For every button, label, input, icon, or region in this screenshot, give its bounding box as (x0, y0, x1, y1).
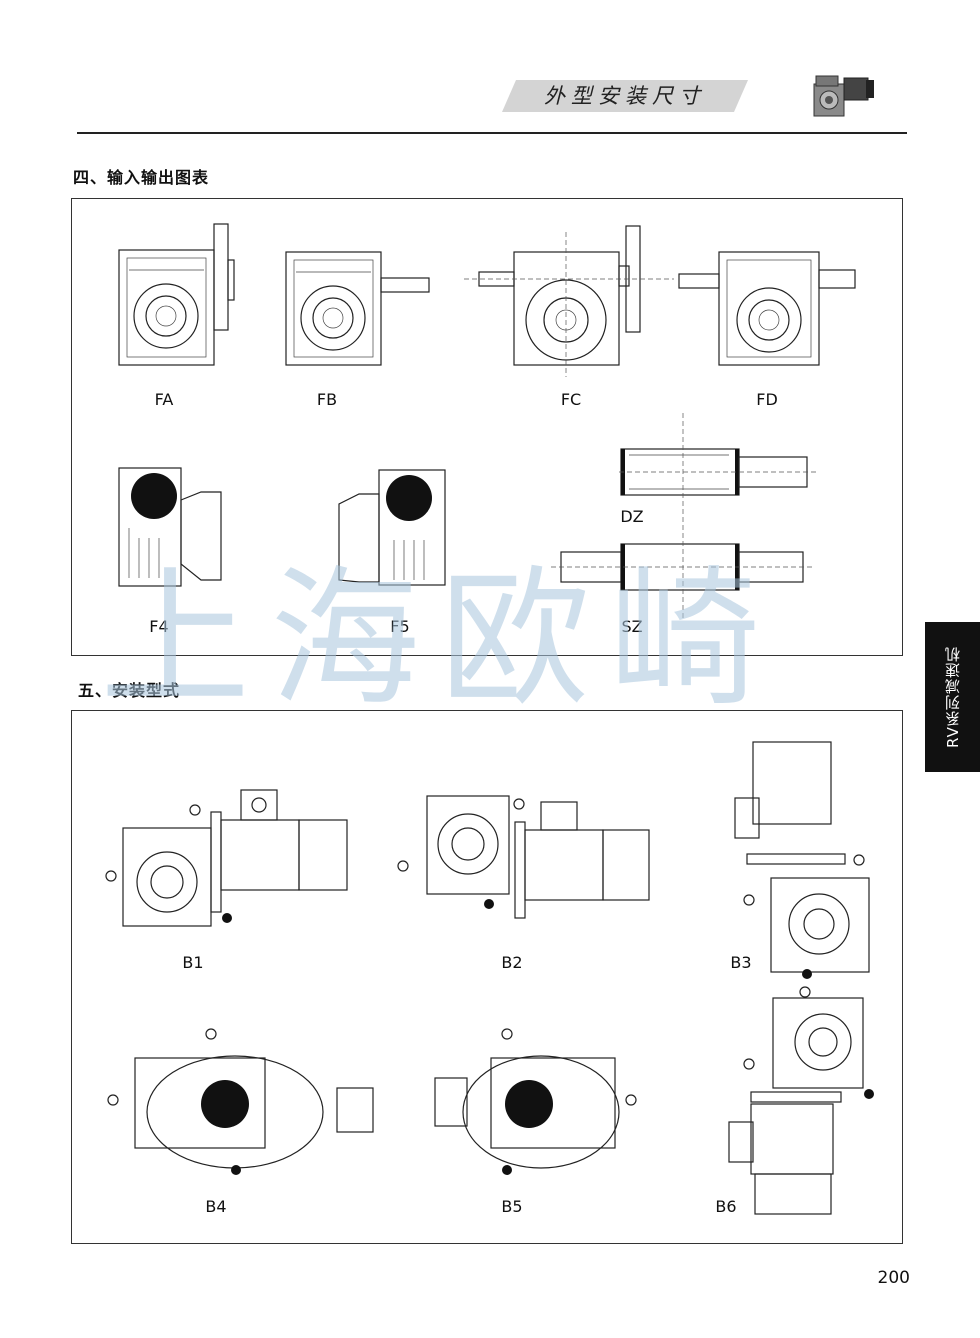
page-header-title: 外型安装尺寸 (544, 84, 706, 108)
fa-drawing (118, 223, 235, 366)
dz-drawing (619, 448, 819, 496)
b2-drawing (397, 795, 650, 919)
b5-drawing (434, 1028, 637, 1175)
watermark: 上海欧崎 (100, 553, 781, 727)
label-b4: B4 (205, 1197, 227, 1216)
b6-drawing (728, 986, 874, 1215)
b4-drawing (107, 1028, 374, 1175)
mounting-drawings (105, 741, 874, 1215)
label-b2: B2 (501, 953, 523, 972)
label-b1: B1 (182, 953, 204, 972)
b3-drawing (734, 741, 870, 979)
fb-drawing (285, 251, 430, 366)
sz-drawing (551, 543, 813, 591)
label-b6: B6 (715, 1197, 737, 1216)
io-chart-drawings (118, 223, 856, 618)
label-fc: FC (560, 390, 582, 409)
label-sz: SZ (621, 617, 643, 636)
label-fa: FA (154, 390, 174, 409)
side-tab (925, 622, 980, 772)
io-chart-box (71, 198, 903, 656)
f5-drawing (338, 469, 446, 586)
label-f4: F4 (149, 617, 169, 636)
section-4-title: 四、输入输出图表 (73, 168, 210, 187)
mounting-box (71, 710, 903, 1244)
label-fb: FB (316, 390, 338, 409)
label-f5: F5 (390, 617, 410, 636)
fc-drawing (464, 225, 674, 377)
label-dz: DZ (620, 507, 644, 526)
side-tab-label: RV系列减速机 (944, 646, 962, 748)
header-rule (77, 132, 907, 134)
header-tab-shape (502, 80, 748, 112)
gearbox-thumbnail-image (813, 75, 874, 117)
fd-drawing (678, 251, 856, 366)
label-fd: FD (756, 390, 778, 409)
b1-drawing (105, 789, 348, 927)
section-5-title: 五、安装型式 (78, 681, 181, 700)
f4-drawing (118, 467, 222, 587)
label-b5: B5 (501, 1197, 523, 1216)
page-number: 200 (877, 1268, 910, 1288)
label-b3: B3 (730, 953, 752, 972)
